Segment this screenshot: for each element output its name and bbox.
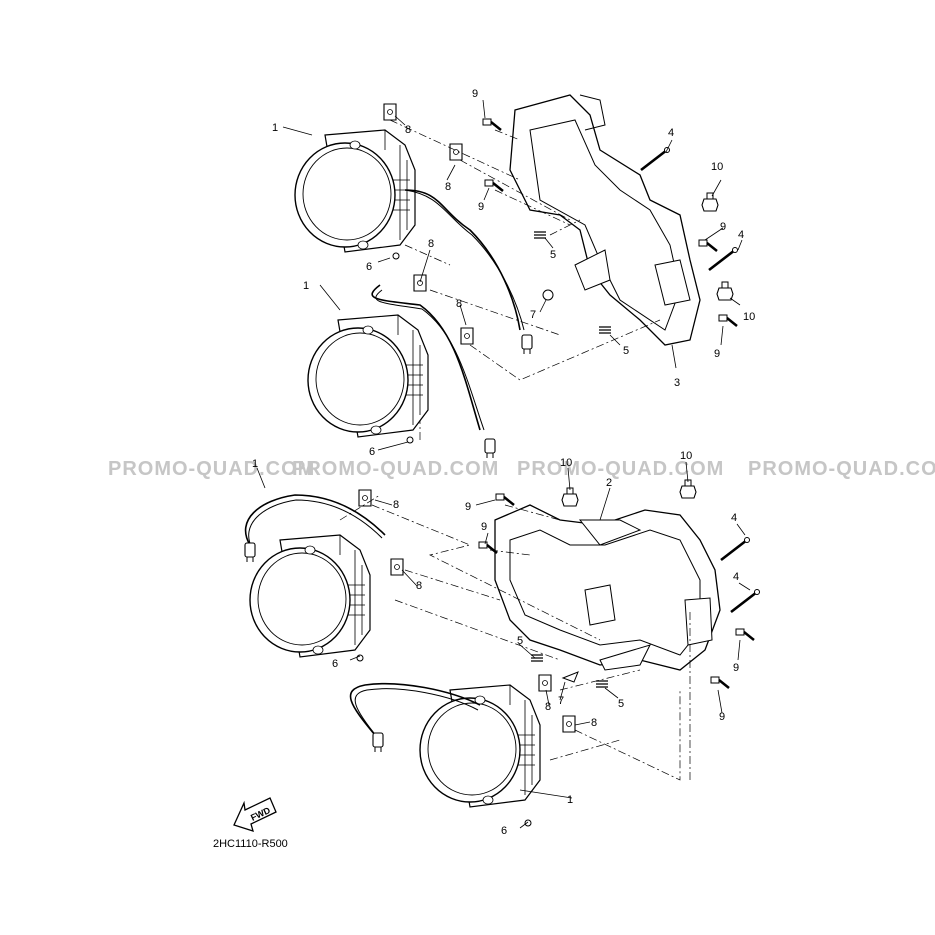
callout-6a: 6 bbox=[366, 261, 372, 273]
upper-bracket bbox=[509, 94, 701, 346]
callout-9c: 9 bbox=[720, 221, 726, 233]
watermark-2: PROMO-QUAD.COM bbox=[292, 458, 500, 480]
callout-7a: 7 bbox=[530, 309, 536, 321]
callout-10b: 10 bbox=[743, 311, 755, 323]
callout-4d: 4 bbox=[733, 571, 739, 583]
callout-8b: 8 bbox=[445, 181, 451, 193]
callout-5d: 5 bbox=[618, 698, 624, 710]
callout-2: 2 bbox=[606, 477, 612, 489]
callout-6b: 6 bbox=[369, 446, 375, 458]
callout-9a: 9 bbox=[472, 88, 478, 100]
callout-3: 3 bbox=[674, 377, 680, 389]
callout-5b: 5 bbox=[623, 345, 629, 357]
callout-9f: 9 bbox=[481, 521, 487, 533]
callout-5a: 5 bbox=[550, 249, 556, 261]
callout-5c: 5 bbox=[517, 635, 523, 647]
callout-6c: 6 bbox=[332, 658, 338, 670]
callout-8c: 8 bbox=[428, 238, 434, 250]
callout-10a: 10 bbox=[711, 161, 723, 173]
callout-1b: 1 bbox=[303, 280, 309, 292]
callout-4c: 4 bbox=[731, 512, 737, 524]
callout-4a: 4 bbox=[668, 127, 674, 139]
callout-8h: 8 bbox=[591, 717, 597, 729]
callout-4b: 4 bbox=[738, 229, 744, 241]
callout-1d: 1 bbox=[567, 794, 573, 806]
callout-8f: 8 bbox=[416, 580, 422, 592]
lower-assembly: 1 1 2 4 4 5 5 6 6 7 8 8 8 8 9 9 9 9 10 1… bbox=[244, 450, 761, 837]
fwd-arrow-icon: FWD bbox=[233, 797, 277, 832]
watermark-4: PROMO-QUAD.COM bbox=[748, 458, 935, 480]
callout-10d: 10 bbox=[680, 450, 692, 462]
callout-6d: 6 bbox=[501, 825, 507, 837]
callout-1c: 1 bbox=[252, 458, 258, 470]
callout-9h: 9 bbox=[719, 711, 725, 723]
callout-9d: 9 bbox=[714, 348, 720, 360]
callout-9g: 9 bbox=[733, 662, 739, 674]
callout-8g: 8 bbox=[545, 701, 551, 713]
upper-assembly: 1 1 3 4 4 5 5 6 6 7 8 8 8 8 9 9 9 9 10 1… bbox=[272, 88, 755, 459]
callout-8d: 8 bbox=[456, 298, 462, 310]
callout-8a: 8 bbox=[405, 124, 411, 136]
callout-10c: 10 bbox=[560, 457, 572, 469]
callout-8e: 8 bbox=[393, 499, 399, 511]
diagram-code: 2HC1110-R500 bbox=[213, 838, 288, 850]
callout-1a: 1 bbox=[272, 122, 278, 134]
watermark-1: PROMO-QUAD.COM bbox=[108, 458, 316, 480]
callout-7b: 7 bbox=[558, 695, 564, 707]
callout-9b: 9 bbox=[478, 201, 484, 213]
callout-9e: 9 bbox=[465, 501, 471, 513]
